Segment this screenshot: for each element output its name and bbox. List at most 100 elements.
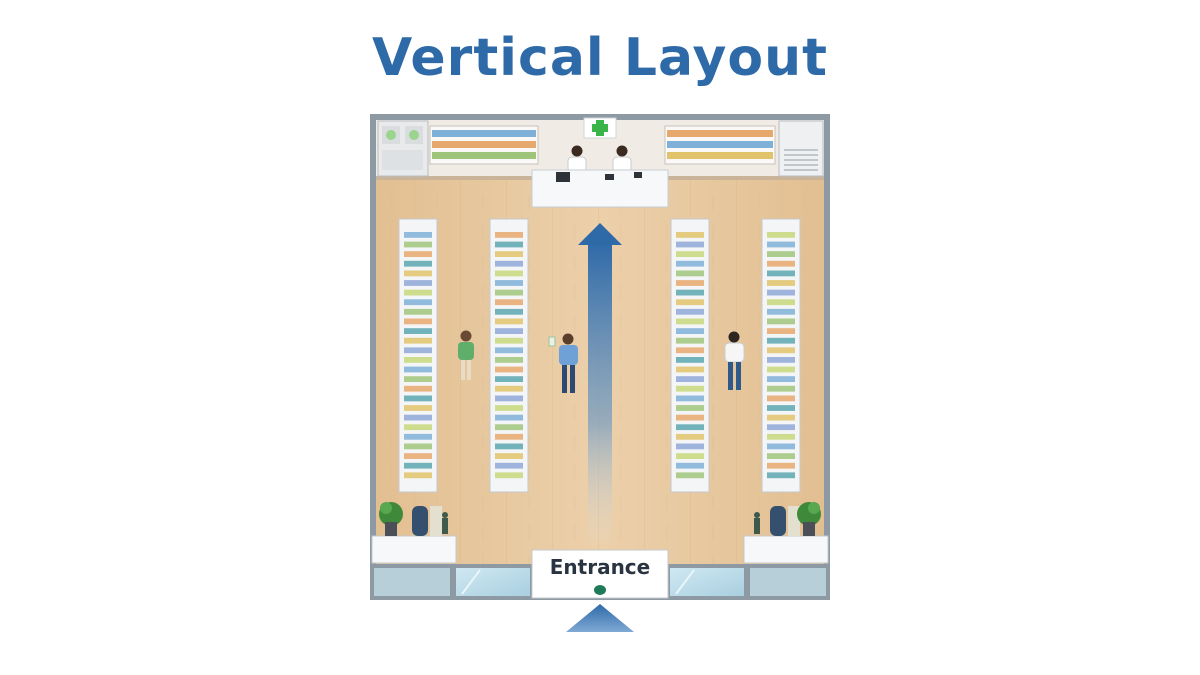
product-row <box>676 299 704 306</box>
product-row <box>404 270 432 277</box>
product-row <box>404 433 432 440</box>
back-shelf-right <box>664 125 776 165</box>
product-row <box>767 453 795 459</box>
product-row <box>404 232 432 238</box>
product-row <box>676 318 704 325</box>
product-row <box>767 299 795 306</box>
product-row <box>676 270 704 277</box>
product-row <box>767 308 795 315</box>
plant-icon <box>379 502 403 536</box>
product-row <box>495 308 523 315</box>
product-row <box>404 414 432 421</box>
product-row <box>404 328 432 334</box>
product-row <box>767 289 795 296</box>
product-row <box>495 347 523 354</box>
product-row <box>404 424 432 431</box>
product-row <box>767 462 795 469</box>
product-row <box>404 260 432 267</box>
aisle-shelf-3 <box>670 218 710 493</box>
product-row <box>404 347 432 354</box>
product-row <box>495 260 523 267</box>
product-row <box>495 232 523 238</box>
product-row <box>404 376 432 382</box>
product-row <box>495 328 523 334</box>
product-row <box>495 424 523 431</box>
customer-white <box>724 331 745 390</box>
up-arrow-icon <box>578 223 622 543</box>
product-row <box>676 453 704 459</box>
product-row <box>767 280 795 286</box>
entrance-label: Entrance <box>549 555 651 579</box>
product-row <box>404 280 432 286</box>
product-row <box>495 318 523 325</box>
back-right-cabinet <box>778 120 824 177</box>
product-row <box>767 405 795 411</box>
product-row <box>495 241 523 248</box>
product-row <box>404 395 432 402</box>
back-shelf-left <box>429 125 539 165</box>
product-row <box>495 270 523 277</box>
aisle-shelf-2 <box>489 218 529 493</box>
product-row <box>404 453 432 459</box>
product-row <box>495 433 523 440</box>
product-row <box>767 376 795 382</box>
product-row <box>767 472 795 479</box>
product-row <box>767 260 795 267</box>
product-row <box>495 366 523 373</box>
product-row <box>676 347 704 354</box>
product-row <box>767 241 795 248</box>
product-row <box>676 433 704 440</box>
product-row <box>767 443 795 450</box>
pharmacy-counter <box>531 169 669 208</box>
product-row <box>404 241 432 248</box>
product-row <box>495 453 523 459</box>
product-row <box>676 280 704 286</box>
product-row <box>767 385 795 392</box>
product-row <box>767 232 795 238</box>
product-row <box>676 289 704 296</box>
entrance-marker <box>594 585 606 595</box>
product-row <box>495 357 523 363</box>
customer-blue <box>548 333 578 393</box>
product-row <box>676 337 704 344</box>
product-row <box>495 395 523 402</box>
aisle-shelf-4 <box>761 218 801 493</box>
product-row <box>767 347 795 354</box>
product-row <box>767 337 795 344</box>
product-row <box>404 472 432 479</box>
front-left-display <box>371 502 457 564</box>
product-row <box>404 405 432 411</box>
product-row <box>404 251 432 257</box>
product-row <box>676 472 704 479</box>
product-row <box>767 328 795 334</box>
product-row <box>676 385 704 392</box>
product-row <box>676 251 704 257</box>
product-row <box>676 424 704 431</box>
product-row <box>495 376 523 382</box>
product-row <box>767 424 795 431</box>
plant-icon <box>797 502 821 536</box>
product-row <box>404 462 432 469</box>
product-row <box>676 443 704 450</box>
product-row <box>676 241 704 248</box>
entrance-arrow-icon <box>566 604 634 632</box>
product-row <box>495 405 523 411</box>
product-row <box>404 443 432 450</box>
product-row <box>767 366 795 373</box>
product-row <box>767 395 795 402</box>
product-row <box>676 405 704 411</box>
entrance-door <box>531 549 669 599</box>
product-row <box>404 318 432 325</box>
pharmacist-right <box>612 145 632 173</box>
product-row <box>495 299 523 306</box>
product-row <box>676 414 704 421</box>
product-row <box>767 357 795 363</box>
product-row <box>676 328 704 334</box>
product-row <box>495 337 523 344</box>
product-row <box>495 443 523 450</box>
product-row <box>767 318 795 325</box>
back-left-fridge <box>377 120 429 177</box>
product-row <box>495 385 523 392</box>
product-row <box>495 280 523 286</box>
